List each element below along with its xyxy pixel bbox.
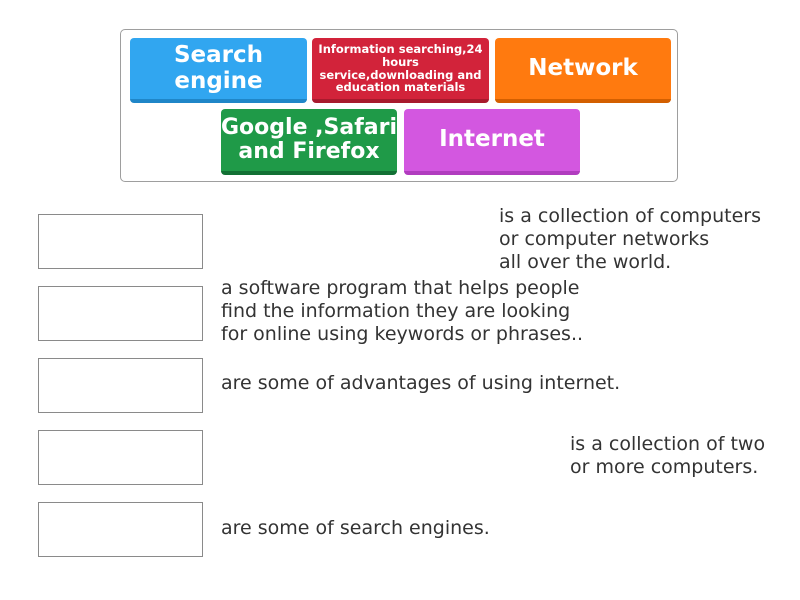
tile-label: Internet bbox=[439, 126, 545, 153]
row-description-2: a software program that helps people fin… bbox=[221, 277, 584, 345]
tile-label: Network bbox=[528, 54, 638, 81]
row-description-3: are some of advantages of using internet… bbox=[221, 372, 621, 394]
answer-drop-box-5[interactable] bbox=[38, 502, 203, 557]
row-description-5: are some of search engines. bbox=[221, 517, 490, 539]
tile-search-engine[interactable]: Search engine bbox=[130, 38, 307, 103]
tile-label: Google ,Safari and Firefox bbox=[221, 114, 398, 164]
tile-label: Information searching,24 hours service,d… bbox=[318, 42, 483, 95]
word-bank: Search engine Information searching,24 h… bbox=[120, 29, 678, 182]
row-description-1: is a collection of computers or computer… bbox=[499, 205, 761, 273]
answer-drop-box-1[interactable] bbox=[38, 214, 203, 269]
tile-google-safari-firefox[interactable]: Google ,Safari and Firefox bbox=[221, 109, 397, 175]
row-description-4: is a collection of two or more computers… bbox=[570, 433, 766, 478]
tile-network[interactable]: Network bbox=[495, 38, 671, 103]
answer-drop-box-2[interactable] bbox=[38, 286, 203, 341]
tile-label: Search engine bbox=[173, 42, 264, 94]
answer-drop-box-4[interactable] bbox=[38, 430, 203, 485]
answer-drop-box-3[interactable] bbox=[38, 358, 203, 413]
tile-information-searching[interactable]: Information searching,24 hours service,d… bbox=[312, 38, 489, 103]
tile-internet[interactable]: Internet bbox=[404, 109, 580, 175]
